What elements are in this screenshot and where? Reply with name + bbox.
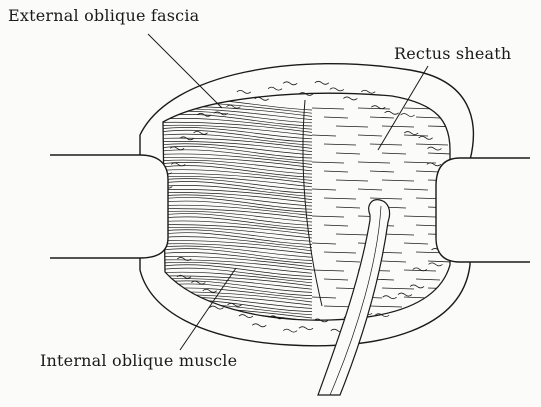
sheath-fibre [336,207,360,208]
label-external-oblique-fascia: External oblique fascia [8,6,199,25]
sheath-fibre [382,288,414,289]
sheath-fibre [358,135,382,136]
sheath-fibre [404,162,436,163]
sheath-fibre [416,117,440,118]
tissue-squiggle [299,327,313,330]
sheath-fibre [382,126,414,127]
muscle-sheath-boundary [303,100,322,306]
left-retractor [50,155,168,258]
sheath-fibre [324,198,356,199]
tissue-squiggle [419,136,433,139]
sheath-fibre [416,306,448,307]
sheath-fibre [404,243,428,244]
sheath-fibre [382,180,414,181]
leader-internal-oblique [180,268,236,350]
wound-edge [163,93,450,320]
muscle-fibre [160,181,312,193]
sheath-fibre [336,261,360,262]
tissue-squiggle [203,289,217,292]
sheath-fibre [336,126,368,127]
tissue-squiggle [255,97,269,100]
sheath-fibre [416,144,448,145]
right-retractor [436,158,530,262]
skin-margin-outline [140,64,473,346]
sheath-fibre [324,117,348,118]
tissue-squiggle [209,306,223,309]
sheath-fibre [324,225,348,226]
tissue-squiggle [283,82,297,85]
tissue-squiggle [385,111,399,114]
tissue-squiggle [237,90,251,93]
sheath-fibre [404,108,436,109]
tissue-squiggle [427,147,441,150]
sheath-fibre [312,243,336,244]
sheath-fibre [312,108,344,109]
sheath-fibre [358,189,382,190]
sheath-fibre [370,198,402,199]
tissue-squiggle [401,113,415,116]
sheath-fibre [404,135,428,136]
tissue-squiggle [383,296,397,299]
sheath-fibre [370,117,394,118]
tissue-squiggle [361,90,375,93]
label-rectus-sheath: Rectus sheath [394,44,511,63]
sheath-fibre [312,216,344,217]
sheath-fibre [404,216,436,217]
sheath-fibre [416,279,440,280]
muscle-fibre [160,316,312,328]
tissue-squiggle [398,293,412,296]
sheath-fibre [324,279,348,280]
sheath-fibre [336,234,368,235]
tissue-squiggle [428,263,442,266]
sheath-fibre [370,144,402,145]
label-internal-oblique-muscle: Internal oblique muscle [40,351,237,370]
tissue-squiggle [170,147,184,150]
tissue-squiggle [330,88,344,91]
tissue-squiggle [239,315,253,318]
tissue-squiggle [315,81,329,84]
tissue-squiggle [404,132,418,135]
sheath-fibre [358,108,390,109]
sheath-fibre [416,171,440,172]
leader-rectus-sheath [378,66,428,150]
sheath-fibre [336,180,368,181]
sheath-fibre [324,144,356,145]
sheath-fibre [428,153,452,154]
sheath-fibre [370,306,402,307]
tissue-squiggle [410,285,424,288]
sheath-fibre [428,261,452,262]
sheath-fibre [404,189,428,190]
sheath-fibre [382,234,414,235]
sheath-fibre [336,153,360,154]
leader-external-oblique [148,34,222,108]
sheath-fibre [404,270,436,271]
sheath-fibre [312,297,336,298]
sheath-fibre [324,252,356,253]
sheath-fibre [312,135,336,136]
muscle-fibre [160,304,312,315]
tissue-squiggle [252,324,266,327]
sheath-fibre [382,261,406,262]
tissue-squiggle [268,87,282,90]
sheath-fibre [358,162,390,163]
tissue-squiggle [283,329,297,332]
sheath-fibre [404,297,428,298]
sheath-fibre [382,153,406,154]
sheath-fibre [370,171,394,172]
sheath-fibre [312,270,344,271]
sheath-fibre [428,288,460,289]
sheath-fibre [312,189,336,190]
internal-oblique-muscle-fibres [160,99,312,328]
sheath-fibre [312,162,344,163]
sheath-fibre [324,171,348,172]
tissue-squiggle [343,97,357,100]
sheath-fibre [428,126,460,127]
